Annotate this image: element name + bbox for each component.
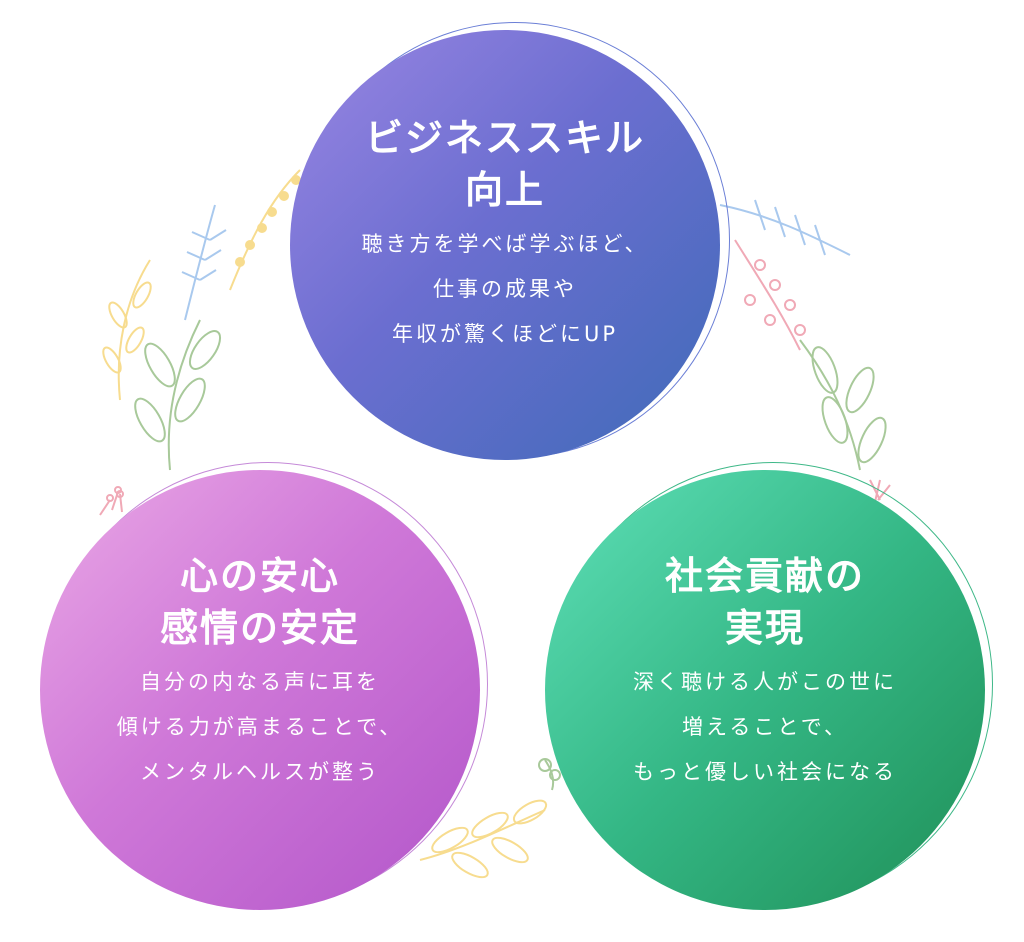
society-title-line: 社会貢献の — [664, 553, 865, 598]
bottom-yellow-branch — [419, 799, 548, 879]
mind-description: 自分の内なる声に耳を 傾ける力が高まることで、 メンタルヘルスが整う — [117, 660, 404, 795]
left-blue-fern — [181, 204, 227, 321]
business-body-line: 聴き方を学べば学ぶほど、 — [361, 232, 649, 256]
mind-body-line: メンタルヘルスが整う — [140, 760, 380, 784]
right-pink-sprig — [734, 239, 806, 351]
society-body-line: もっと優しい社会になる — [633, 760, 897, 784]
bottom-green-sprig — [538, 758, 561, 791]
mind-body-line: 自分の内なる声に耳を — [140, 670, 380, 694]
top-yellow-sprig — [229, 169, 301, 291]
mind-stability-circle: 心の安心 感情の安定 自分の内なる声に耳を 傾ける力が高まることで、 メンタルヘ… — [40, 470, 480, 910]
mind-body-line: 傾ける力が高まることで、 — [116, 715, 404, 739]
mind-title-line: 心の安心 — [179, 553, 340, 598]
social-contribution-circle: 社会貢献の 実現 深く聴ける人がこの世に 増えることで、 もっと優しい社会になる — [545, 470, 985, 910]
mind-title-line: 感情の安定 — [159, 605, 360, 650]
business-body-line: 仕事の成果や — [432, 277, 577, 301]
left-yellow-sprig — [102, 259, 152, 401]
left-pink-sprig — [99, 486, 124, 516]
society-body-line: 深く聴ける人がこの世に — [633, 670, 897, 694]
business-title-line: 向上 — [464, 167, 545, 212]
business-skill-circle: ビジネススキル 向上 聴き方を学べば学ぶほど、 仕事の成果や 年収が驚くほどにU… — [290, 30, 720, 460]
society-title-line: 実現 — [724, 605, 805, 650]
society-body-line: 増えることで、 — [682, 715, 848, 739]
right-leaf-branch — [799, 339, 887, 471]
left-leaf-branch — [134, 319, 222, 471]
business-description: 聴き方を学べば学ぶほど、 仕事の成果や 年収が驚くほどにUP — [362, 222, 649, 357]
business-body-line: 年収が驚くほどにUP — [391, 322, 619, 346]
mind-title: 心の安心 感情の安定 — [160, 550, 360, 654]
society-title: 社会貢献の 実現 — [665, 550, 865, 654]
right-blue-fern — [719, 199, 851, 256]
business-title-line: ビジネススキル — [364, 115, 645, 160]
society-description: 深く聴ける人がこの世に 増えることで、 もっと優しい社会になる — [633, 660, 897, 795]
business-title: ビジネススキル 向上 — [365, 112, 645, 216]
